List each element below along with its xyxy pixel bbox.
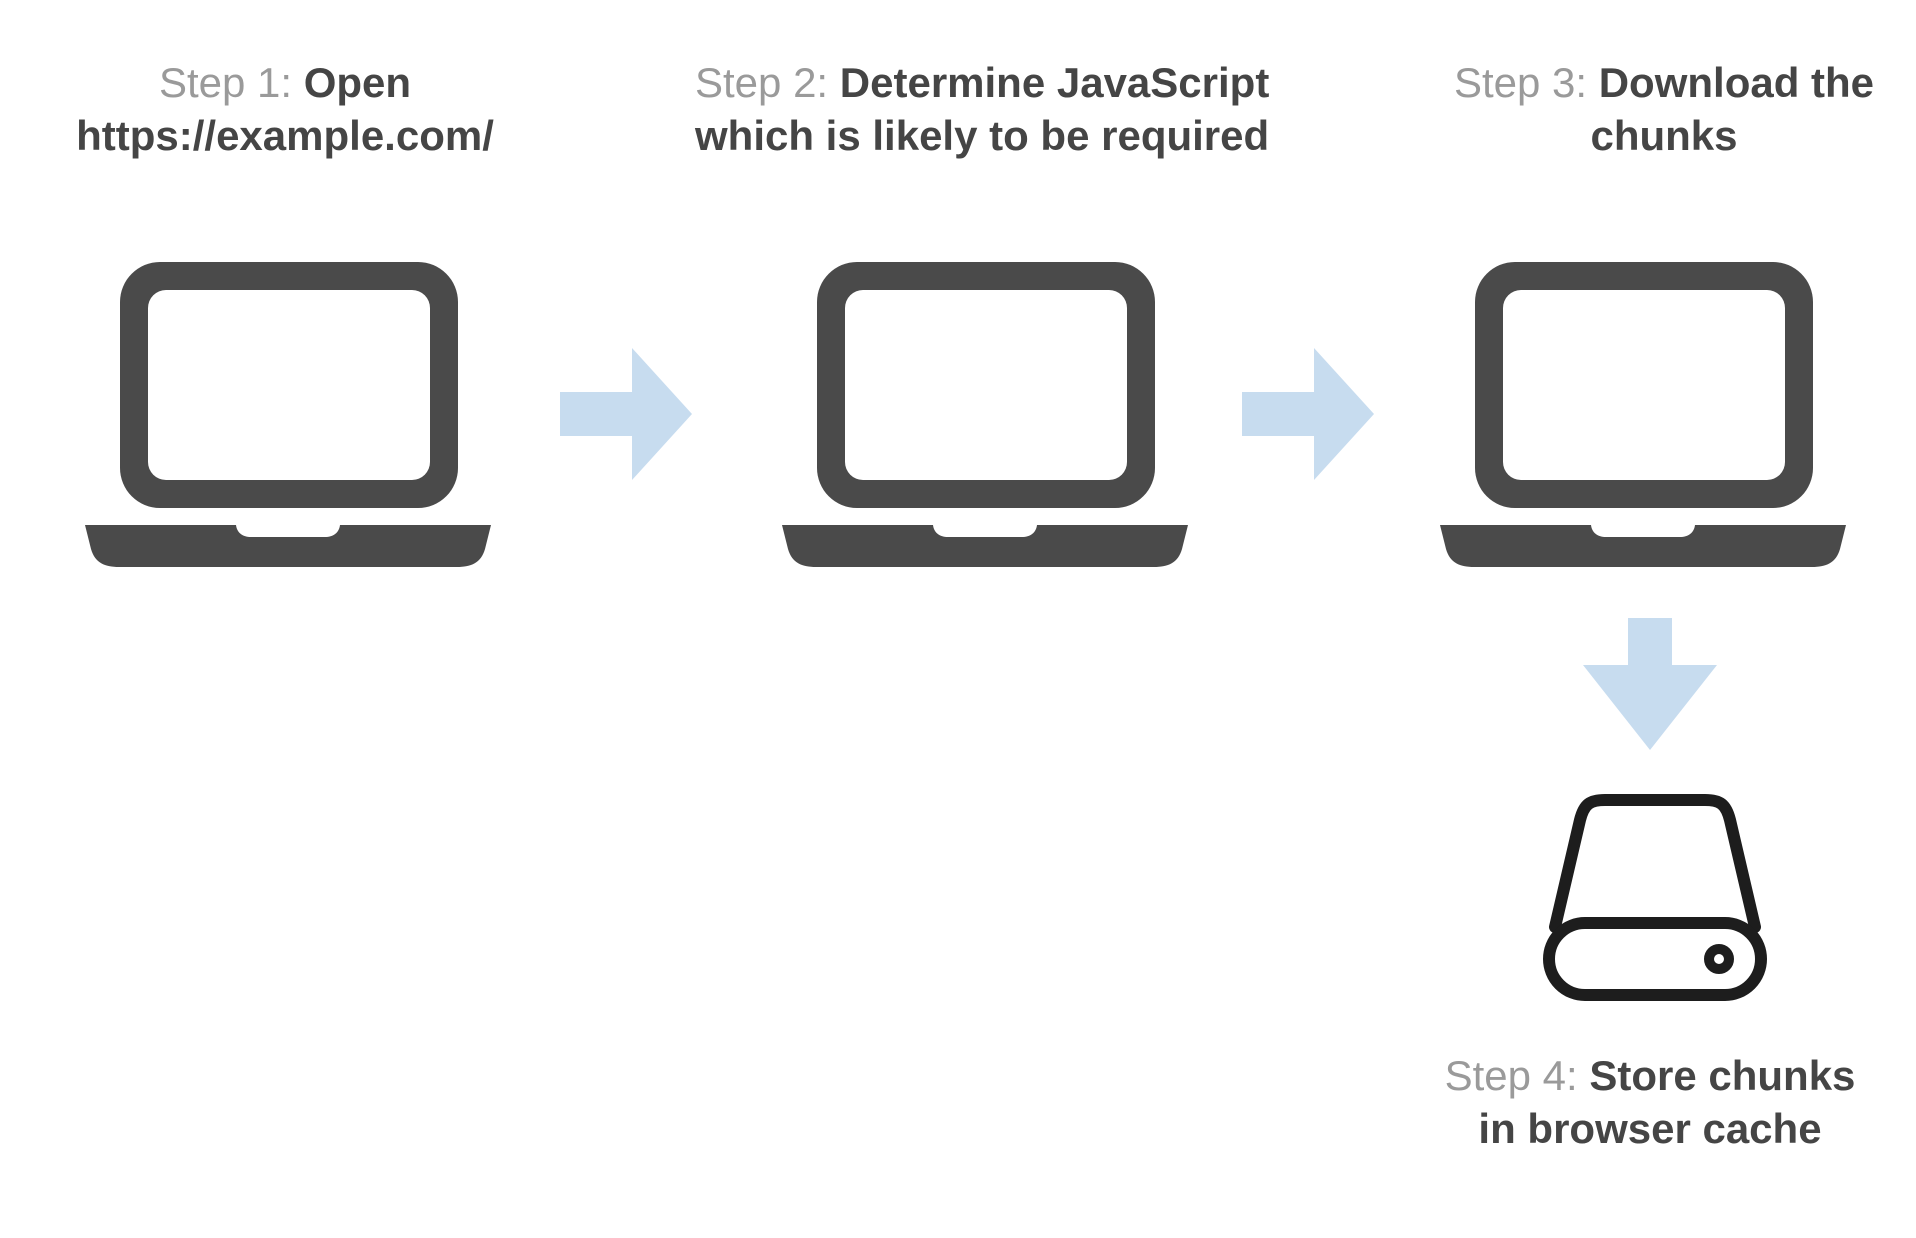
step-3-title: Download the [1598,59,1875,106]
step-1-label: Step 1: Open https://example.com/ [65,56,505,162]
step-4-label: Step 4: Store chunks in browser cache [1420,1049,1880,1155]
arrow-down-icon [1583,618,1717,750]
step-3-label-line-1: Step 3: Download the [1444,56,1884,109]
step-2-prefix: Step 2: [695,59,829,106]
step-4-label-line-1: Step 4: Store chunks [1420,1049,1880,1102]
step-3-label: Step 3: Download the chunks [1444,56,1884,162]
arrow-right-icon [560,348,692,480]
step-2-label-line-2: which is likely to be required [695,112,1270,159]
hard-drive-icon [1543,794,1767,1001]
step-2-label-line-1: Step 2: Determine JavaScript [695,56,1269,109]
step-1-label-line-1: Step 1: Open [65,56,505,109]
step-4-title: Store chunks [1589,1052,1856,1099]
step-1-title: Open [303,59,412,106]
step-1-prefix: Step 1: [158,59,293,106]
step-4-prefix: Step 4: [1444,1052,1578,1099]
laptop-icon [85,262,491,567]
arrow-right-icon [1242,348,1374,480]
laptop-icon [782,262,1188,567]
step-3-prefix: Step 3: [1453,59,1588,106]
step-1-label-line-2: https://example.com/ [76,112,494,159]
step-4-label-line-2: in browser cache [1478,1105,1822,1152]
laptop-icon [1440,262,1846,567]
step-2-label: Step 2: Determine JavaScript which is li… [695,56,1270,162]
step-3-label-line-2: chunks [1590,112,1738,159]
step-2-title: Determine JavaScript [839,59,1270,106]
